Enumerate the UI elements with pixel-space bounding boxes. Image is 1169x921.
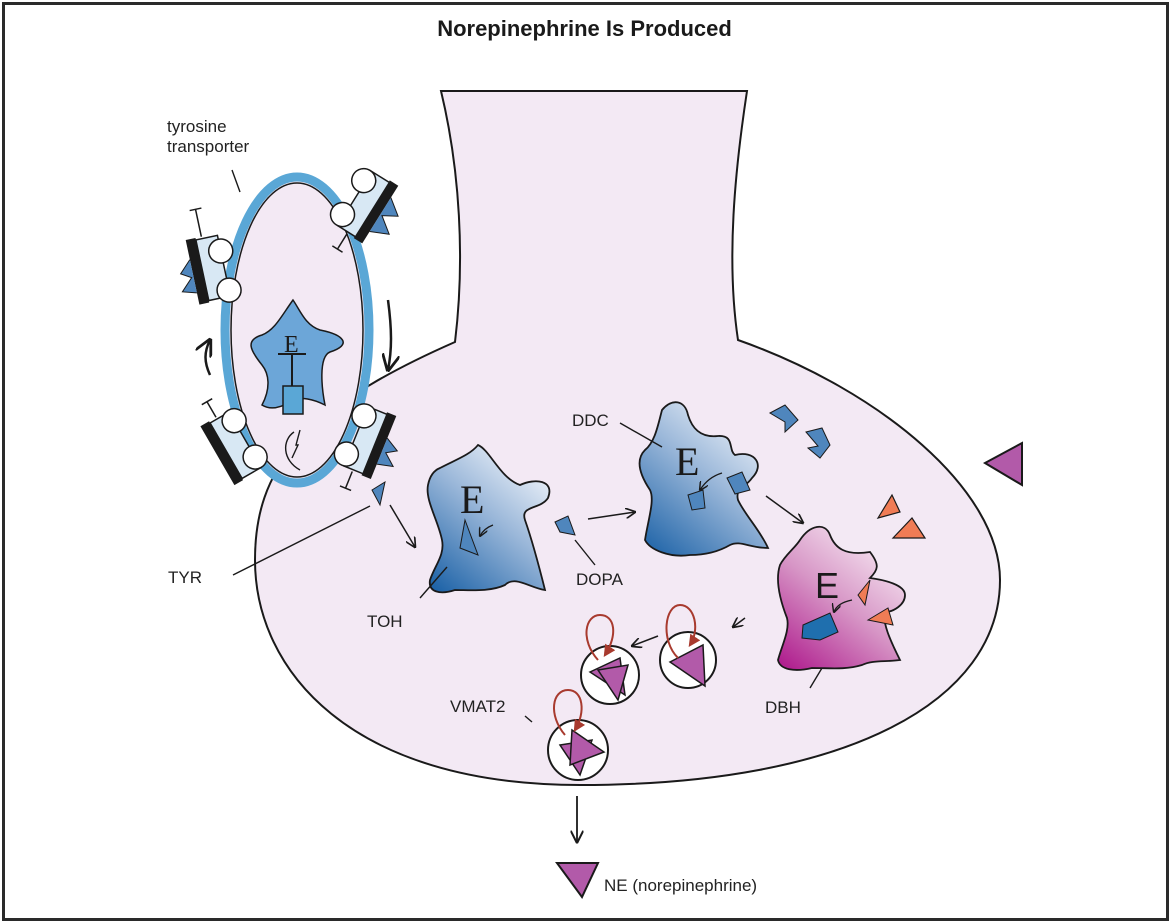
transporter-unit-topright [329,167,399,253]
rotation-arrow-down [388,299,391,370]
rotation-arrow-up [206,340,211,376]
transporter-enzyme-letter: E [284,332,299,358]
label-dopa: DOPA [576,570,624,589]
dopamine-molecule-icon [805,427,831,459]
dopa-molecule-icon [554,515,576,536]
enzyme-ddc: E [619,401,770,557]
label-dbh: DBH [765,698,801,717]
enzyme-toh: E [419,443,551,599]
dopamine-molecule-icon [768,404,799,434]
vesicle-2 [580,613,640,705]
label-ddc: DDC [572,411,609,430]
toh-enzyme-letter: E [460,477,484,522]
transporter-unit-bottomleft [200,398,268,486]
dopamine-orange-molecule-icon [891,517,927,539]
label-tyrosine-transporter-line2: transporter [167,137,250,156]
tyrosine-transporter: E [220,172,374,488]
vesicle-3-vmat2 [547,688,609,781]
label-ne-legend: NE (norepinephrine) [604,876,757,895]
dopamine-orange-molecule-icon [876,493,901,519]
ne-legend-icon [555,862,600,899]
ne-released-molecule-icon [982,441,1023,487]
tyrosine-molecule-icon [371,480,386,507]
dbh-enzyme-letter: E [815,565,839,606]
transporter-unit-bottomright [333,403,399,492]
label-vmat2: VMAT2 [450,697,505,716]
transporter-unit-topleft [179,207,242,305]
vesicle-1 [659,603,717,689]
label-tyr: TYR [168,568,202,587]
label-tyrosine-transporter-line1: tyrosine [167,117,227,136]
enzyme-dbh: E [777,526,906,689]
label-toh: TOH [367,612,403,631]
figure-title: Norepinephrine Is Produced [437,16,732,41]
ddc-enzyme-letter: E [675,439,699,484]
